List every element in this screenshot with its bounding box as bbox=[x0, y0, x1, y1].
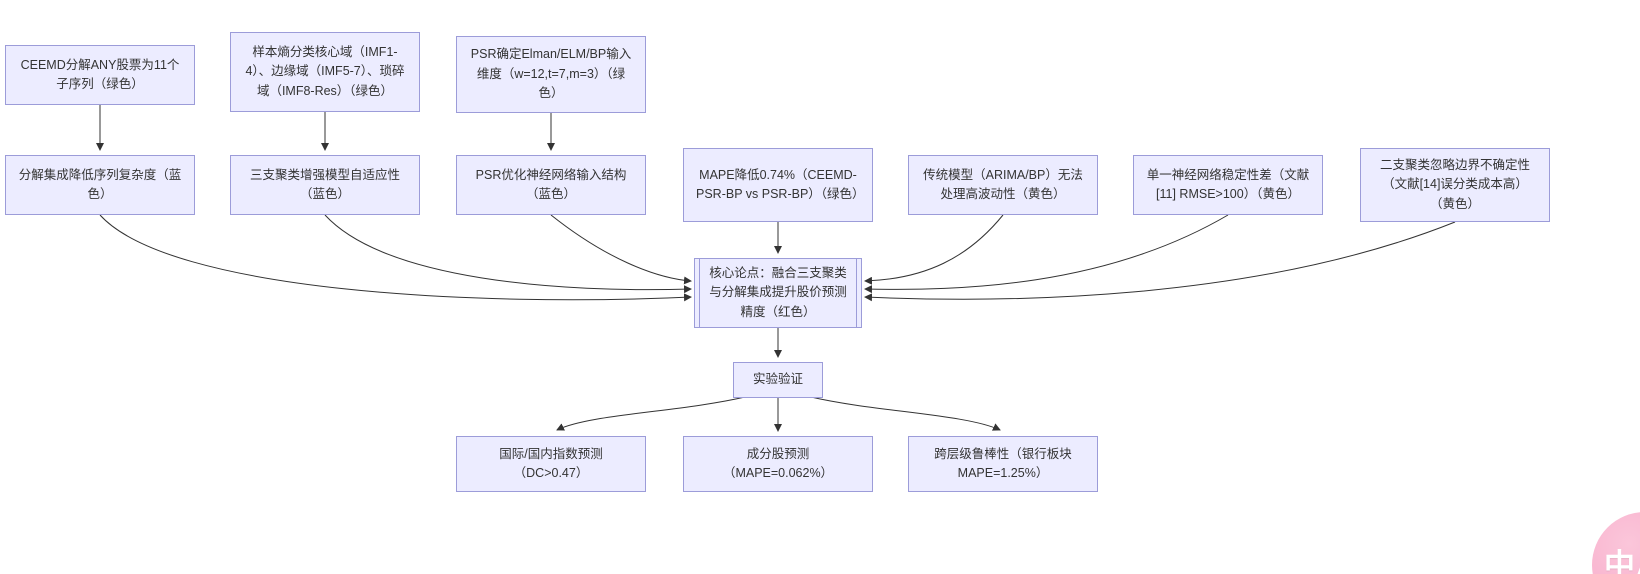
edge-decomposition-core bbox=[99, 214, 692, 302]
edge-traditional-core bbox=[864, 214, 1004, 285]
node-psr-structure: PSR优化神经网络输入结构（蓝色） bbox=[456, 155, 646, 215]
node-three-way: 三支聚类增强模型自适应性（蓝色） bbox=[230, 155, 420, 215]
node-index-forecast: 国际/国内指数预测（DC>0.47） bbox=[456, 436, 646, 492]
node-two-way: 二支聚类忽略边界不确定性（文献[14]误分类成本高）（黄色） bbox=[1360, 148, 1550, 222]
edge-singlenn-core bbox=[864, 214, 1229, 294]
node-sample-entropy: 样本熵分类核心域（IMF1-4）、边缘域（IMF5-7）、琐碎域（IMF8-Re… bbox=[230, 32, 420, 112]
translate-icon: 中A bbox=[1604, 548, 1640, 574]
node-stock-forecast: 成分股预测（MAPE=0.062%） bbox=[683, 436, 873, 492]
node-decomposition: 分解集成降低序列复杂度（蓝色） bbox=[5, 155, 195, 215]
node-ceemd: CEEMD分解ANY股票为11个子序列（绿色） bbox=[5, 45, 195, 105]
node-psr-input: PSR确定Elman/ELM/BP输入维度（w=12,t=7,m=3）（绿色） bbox=[456, 36, 646, 113]
edge-experiment-index bbox=[556, 396, 746, 431]
node-robustness: 跨层级鲁棒性（银行板块MAPE=1.25%） bbox=[908, 436, 1098, 492]
edge-twoway-core bbox=[864, 221, 1456, 302]
edge-experiment-robust bbox=[810, 396, 1001, 431]
edge-psrstructure-core bbox=[550, 214, 692, 285]
node-experiment: 实验验证 bbox=[733, 362, 823, 398]
translate-float-button[interactable]: 中A bbox=[1592, 512, 1640, 574]
edge-threeway-core bbox=[324, 214, 692, 294]
node-core-thesis: 核心论点：融合三支聚类与分解集成提升股价预测精度（红色） bbox=[694, 258, 862, 328]
node-traditional: 传统模型（ARIMA/BP）无法处理高波动性（黄色） bbox=[908, 155, 1098, 215]
node-mape-gain: MAPE降低0.74%（CEEMD-PSR-BP vs PSR-BP）（绿色） bbox=[683, 148, 873, 222]
node-single-nn: 单一神经网络稳定性差（文献[11] RMSE>100）（黄色） bbox=[1133, 155, 1323, 215]
